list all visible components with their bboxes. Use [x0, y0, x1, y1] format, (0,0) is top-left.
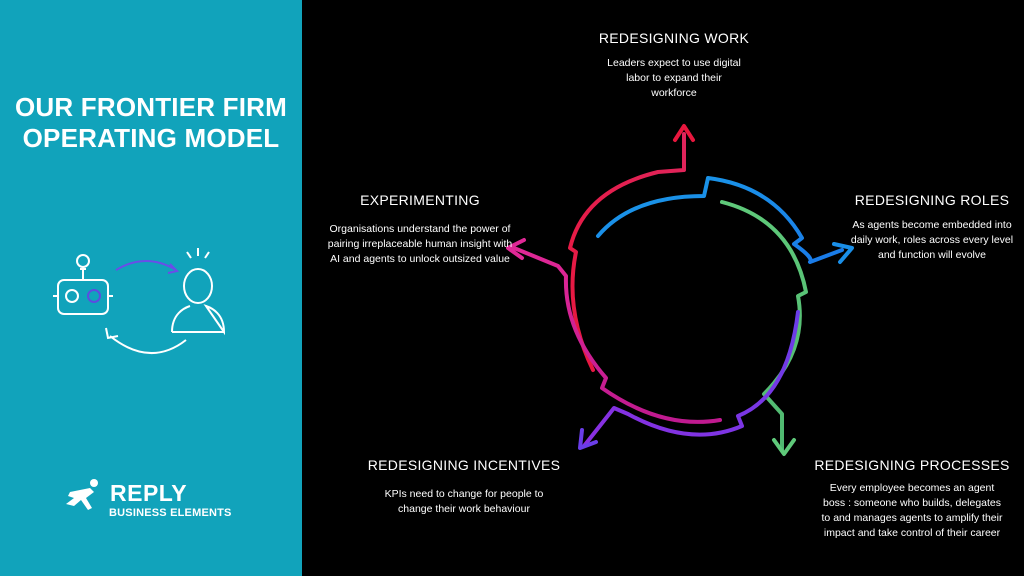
incentives-arrow	[582, 310, 800, 448]
lightbulb-icon	[76, 254, 90, 270]
incentives-arrowhead	[578, 428, 598, 450]
stage-title: EXPERIMENTING	[360, 192, 480, 208]
page-title-line-1: OUR FRONTIER FIRM	[14, 92, 288, 122]
operating-model-diagram: REDESIGNING WORK Leaders expect to use d…	[302, 0, 1024, 576]
stage-title: REDESIGNING ROLES	[854, 192, 1010, 208]
stage-title: REDESIGNING INCENTIVES	[367, 457, 561, 473]
stage-description: Leaders expect to use digital labor to e…	[607, 57, 741, 99]
work-arrow	[568, 132, 686, 372]
processes-arrow	[720, 200, 808, 452]
stage-experimenting: EXPERIMENTING Organisations understand t…	[324, 192, 516, 267]
robot-to-human-illustration	[53, 248, 226, 354]
experimenting-arrow	[512, 246, 722, 424]
stage-redesigning-work: REDESIGNING WORK Leaders expect to use d…	[564, 30, 784, 101]
cycle-arrows	[506, 124, 854, 456]
stage-redesigning-processes: REDESIGNING PROCESSES Every employee bec…	[806, 457, 1018, 541]
page-title-line-2: OPERATING MODEL	[22, 123, 280, 153]
page-title: OUR FRONTIER FIRM OPERATING MODEL	[0, 92, 302, 154]
stage-description: Organisations understand the power of pa…	[327, 223, 513, 265]
logo-brand: REPLY	[110, 480, 188, 506]
stage-description: KPIs need to change for people to change…	[384, 488, 544, 515]
processes-arrowhead	[772, 438, 796, 456]
cycle-arrow-icon	[105, 260, 187, 354]
stage-redesigning-incentives: REDESIGNING INCENTIVES KPIs need to chan…	[354, 457, 574, 517]
stage-description: As agents become embedded into daily wor…	[850, 219, 1014, 261]
reply-logo: REPLY BUSINESS ELEMENTS	[64, 478, 231, 519]
work-arrowhead	[673, 124, 695, 142]
runner-icon	[66, 479, 98, 510]
stage-redesigning-roles: REDESIGNING ROLES As agents become embed…	[842, 192, 1022, 263]
robot-icon	[53, 270, 113, 315]
experimenting-arrowhead	[506, 238, 526, 260]
roles-arrow	[596, 176, 844, 264]
person-icon	[171, 248, 226, 336]
stage-description: Every employee becomes an agent boss : s…	[821, 482, 1003, 539]
logo-tagline: BUSINESS ELEMENTS	[109, 507, 232, 519]
stage-title: REDESIGNING PROCESSES	[814, 457, 1010, 473]
left-panel: OUR FRONTIER FIRM OPERATING MODEL	[0, 0, 302, 576]
roles-arrowhead	[832, 242, 854, 264]
stage-title: REDESIGNING WORK	[598, 30, 750, 46]
